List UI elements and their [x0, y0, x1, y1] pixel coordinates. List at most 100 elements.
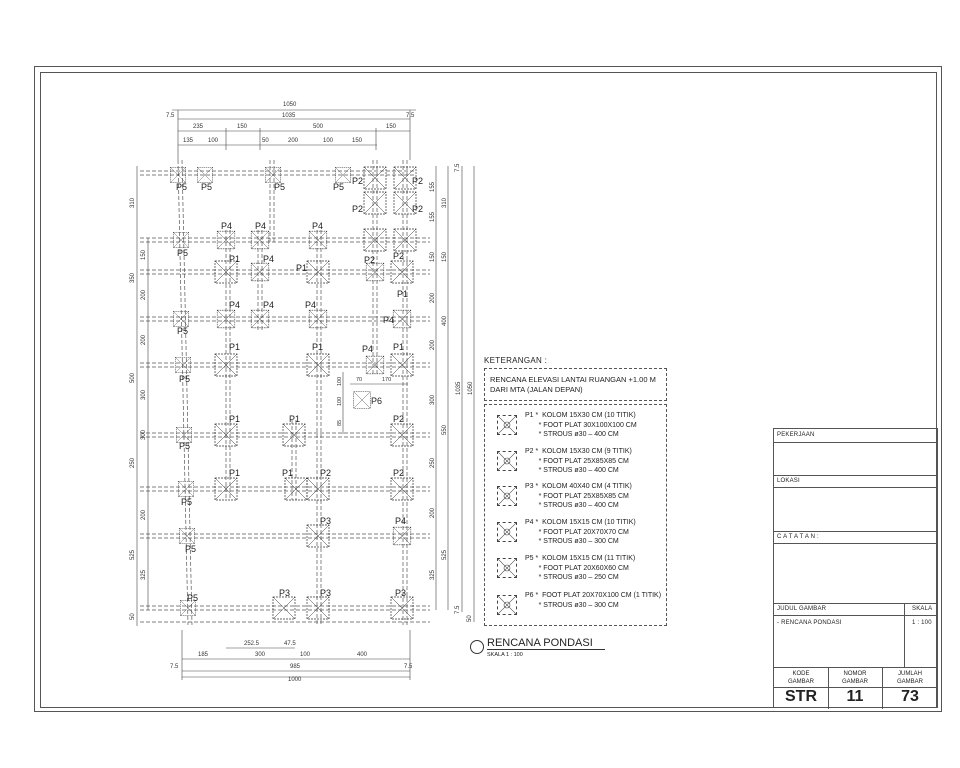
legend-item-p2: P2 * KOLOM 15X30 CM (9 TITIK) * FOOT PLA… [491, 447, 666, 479]
judul-gambar-label: JUDUL GAMBAR [777, 606, 827, 612]
plan-title: RENCANA PONDASI [487, 637, 605, 650]
divider [774, 531, 937, 532]
kode-gambar-label: KODE GAMBAR [787, 671, 814, 685]
elevation-note-line2: DARI MTA (JALAN DEPAN) [490, 385, 583, 394]
divider [774, 667, 937, 668]
skala-label: SKALA [912, 606, 933, 612]
svg-text:P6: P6 [371, 396, 382, 406]
svg-text:150: 150 [141, 249, 147, 260]
skala-value: 1 : 100 [912, 620, 932, 626]
svg-text:P2: P2 [393, 468, 404, 478]
elevation-note: RENCANA ELEVASI LANTAI RUANGAN +1.00 M D… [484, 368, 667, 401]
svg-text:50: 50 [262, 138, 269, 144]
svg-text:7.5: 7.5 [406, 113, 415, 119]
svg-text:1035: 1035 [282, 113, 296, 119]
svg-text:300: 300 [141, 429, 147, 440]
divider [774, 487, 937, 488]
legend-item-p5: P5 * KOLOM 15X15 CM (11 TITIK) * FOOT PL… [491, 554, 666, 586]
catatan-label: C A T A T A N : [777, 534, 819, 540]
svg-text:P5: P5 [179, 441, 190, 451]
svg-text:150: 150 [237, 124, 248, 130]
svg-text:P2: P2 [364, 255, 375, 265]
kode-gambar-value: STR [785, 688, 817, 705]
svg-text:P4: P4 [395, 516, 406, 526]
svg-text:P2: P2 [352, 176, 363, 186]
svg-text:P1: P1 [229, 468, 240, 478]
svg-text:250: 250 [430, 457, 436, 468]
footing-p1-icon [497, 415, 517, 435]
legend-item-p6: P6 * FOOT PLAT 20X70X100 CM (1 TITIK) * … [491, 591, 666, 623]
svg-text:300: 300 [141, 389, 147, 400]
svg-text:P3: P3 [395, 588, 406, 598]
svg-text:200: 200 [141, 509, 147, 520]
svg-text:235: 235 [193, 124, 204, 130]
svg-text:P5: P5 [179, 374, 190, 384]
svg-text:P1: P1 [312, 342, 323, 352]
svg-text:500: 500 [130, 372, 136, 383]
svg-text:310: 310 [130, 197, 136, 208]
svg-text:200: 200 [430, 339, 436, 350]
svg-text:P1: P1 [393, 342, 404, 352]
svg-text:200: 200 [141, 289, 147, 300]
svg-text:350: 350 [130, 272, 136, 283]
right-dimensions [435, 166, 475, 622]
svg-text:P4: P4 [362, 344, 373, 354]
divider [774, 475, 937, 476]
svg-text:1050: 1050 [283, 102, 297, 108]
svg-text:525: 525 [130, 549, 136, 560]
svg-text:7.5: 7.5 [404, 664, 413, 670]
svg-text:310: 310 [442, 197, 448, 208]
sheet-inner-border [40, 72, 937, 708]
svg-text:150: 150 [442, 251, 448, 262]
svg-text:300: 300 [255, 652, 266, 658]
svg-text:P1: P1 [289, 414, 300, 424]
sloof-beams [140, 159, 430, 626]
svg-text:P1: P1 [397, 289, 408, 299]
title-block: PEKERJAAN LOKASI C A T A T A N : JUDUL G… [773, 428, 938, 709]
svg-text:325: 325 [141, 569, 147, 580]
svg-text:P5: P5 [201, 182, 212, 192]
svg-text:50: 50 [130, 613, 136, 620]
divider [774, 543, 937, 544]
legend-item-p4: P4 * KOLOM 15X15 CM (10 TITIK) * FOOT PL… [491, 518, 666, 550]
footing-p2-icon [497, 451, 517, 471]
svg-text:P5: P5 [177, 248, 188, 258]
svg-text:7.5: 7.5 [455, 605, 461, 614]
svg-text:200: 200 [288, 138, 299, 144]
svg-text:P2: P2 [412, 204, 423, 214]
svg-text:P5: P5 [274, 182, 285, 192]
svg-text:100: 100 [300, 652, 311, 658]
svg-text:400: 400 [442, 315, 448, 326]
svg-text:P3: P3 [320, 516, 331, 526]
svg-text:7.5: 7.5 [455, 163, 461, 172]
svg-text:P5: P5 [185, 544, 196, 554]
svg-text:155: 155 [430, 211, 436, 222]
divider [774, 615, 937, 616]
top-dimensions [172, 109, 416, 160]
svg-text:70: 70 [356, 377, 362, 383]
svg-text:P5: P5 [177, 326, 188, 336]
svg-text:135: 135 [183, 138, 194, 144]
svg-text:P1: P1 [229, 254, 240, 264]
svg-text:150: 150 [386, 124, 397, 130]
svg-text:200: 200 [141, 334, 147, 345]
svg-text:P4: P4 [263, 300, 274, 310]
divider [774, 442, 937, 443]
jumlah-gambar-label: JUMLAH GAMBAR [896, 671, 923, 685]
svg-text:P1: P1 [282, 468, 293, 478]
svg-text:400: 400 [357, 652, 368, 658]
svg-text:P4: P4 [305, 300, 316, 310]
svg-text:P2: P2 [393, 414, 404, 424]
footing-p5-icon [497, 558, 517, 578]
svg-text:170: 170 [382, 377, 391, 383]
lokasi-label: LOKASI [777, 478, 800, 484]
divider [882, 667, 883, 709]
legend-title: KETERANGAN : [484, 356, 548, 365]
svg-text:P4: P4 [221, 221, 232, 231]
svg-text:P3: P3 [320, 588, 331, 598]
svg-text:P4: P4 [383, 315, 394, 325]
svg-text:155: 155 [430, 181, 436, 192]
svg-text:252.5: 252.5 [244, 641, 260, 647]
svg-text:85: 85 [337, 420, 343, 426]
